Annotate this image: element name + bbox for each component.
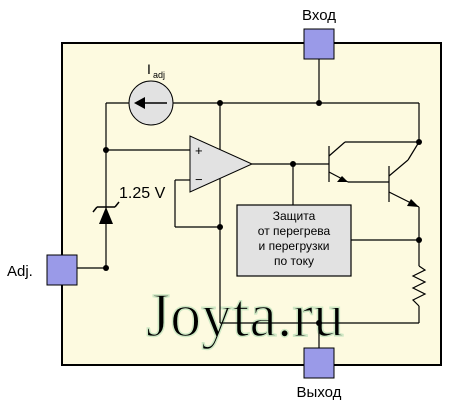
input-pin-label: Вход: [302, 7, 336, 24]
protection-line-3: и перегрузки: [259, 239, 330, 253]
adjust-pin: [46, 254, 78, 286]
input-pin: [303, 28, 335, 60]
sense-resistor: [411, 265, 427, 307]
zener-diode-icon: [92, 201, 120, 224]
protection-line-1: Защита: [273, 209, 316, 223]
opamp-plus-label: +: [195, 143, 203, 158]
reference-voltage-label: 1.25 V: [119, 185, 166, 202]
protection-line-4: по току: [274, 254, 314, 268]
protection-block: [236, 204, 352, 277]
opamp-triangle: [189, 135, 254, 193]
output-pin: [303, 347, 335, 379]
current-source: [128, 80, 174, 126]
watermark: Joyta.ru: [146, 282, 344, 350]
emitter-arrow-q1: [337, 176, 348, 182]
chip-body: [61, 42, 442, 366]
opamp-minus-label: −: [195, 172, 203, 187]
junction-dots: [103, 100, 422, 326]
current-source-symbol: I: [147, 61, 151, 77]
emitter-arrow-q2: [407, 199, 419, 207]
output-pin-label: Выход: [297, 384, 342, 401]
current-source-subscript: adj: [153, 70, 165, 80]
adjust-pin-label: Adj.: [7, 263, 33, 280]
protection-line-2: от перегрева: [258, 224, 331, 238]
